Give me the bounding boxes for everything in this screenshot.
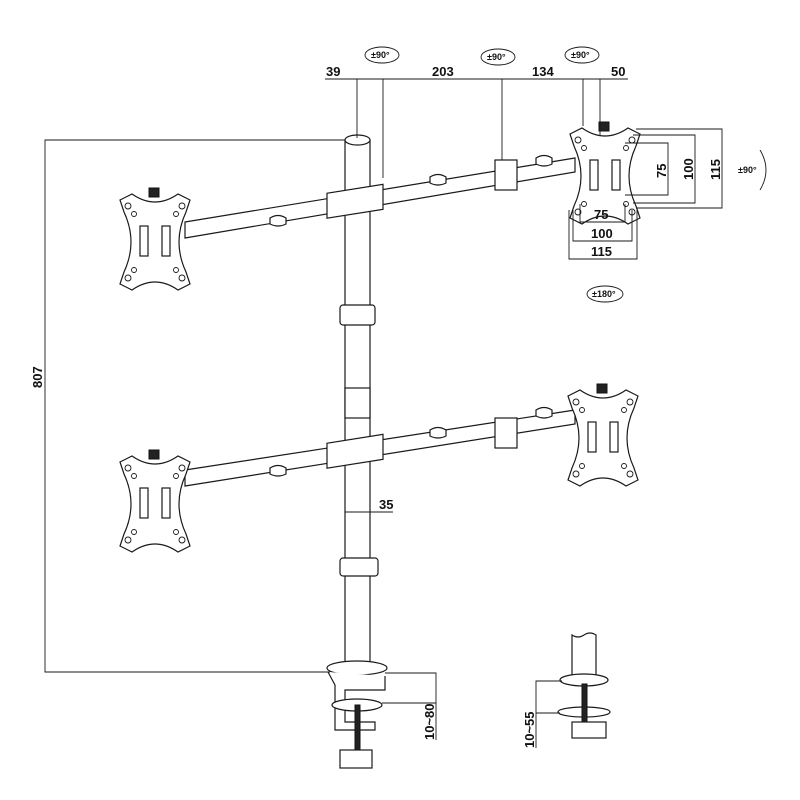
rotation-indicators: ±90° ±90° ±90° ±90° ±180° bbox=[364, 46, 767, 303]
vesa-v-115: 115 bbox=[708, 159, 723, 180]
pole-diameter-label: 35 bbox=[379, 497, 393, 512]
vesa-v-75: 75 bbox=[654, 164, 669, 178]
pole-diameter-dimension: 35 bbox=[345, 497, 393, 513]
vesa-h-75: 75 bbox=[594, 207, 608, 222]
offset-label-2: 203 bbox=[432, 64, 454, 79]
top-arm-assembly bbox=[119, 121, 641, 291]
rotation-label-5: ±180° bbox=[592, 289, 616, 299]
offset-label-3: 134 bbox=[532, 64, 554, 79]
vesa-v-100: 100 bbox=[681, 158, 696, 180]
clamp-range-label: 10~80 bbox=[422, 703, 437, 740]
rotation-label-4: ±90° bbox=[738, 165, 757, 175]
desk-clamp bbox=[326, 660, 388, 769]
offset-label-4: 50 bbox=[611, 64, 625, 79]
grommet-base bbox=[557, 632, 611, 739]
rotation-label-3: ±90° bbox=[571, 50, 590, 60]
height-dimension: 807 bbox=[30, 139, 345, 673]
rotation-label-1: ±90° bbox=[371, 50, 390, 60]
vesa-h-115: 115 bbox=[591, 244, 612, 259]
vesa-dimensions: 75 100 115 75 100 115 bbox=[568, 128, 723, 260]
vesa-h-100: 100 bbox=[591, 226, 613, 241]
rotation-label-2: ±90° bbox=[487, 52, 506, 62]
bottom-arm-assembly bbox=[119, 383, 639, 553]
top-offset-dimensions: 39 203 134 50 bbox=[325, 64, 628, 178]
pole bbox=[339, 134, 379, 666]
height-label: 807 bbox=[30, 366, 45, 388]
grommet-range-label: 10~55 bbox=[522, 711, 537, 748]
tilt-arrow-icon bbox=[759, 149, 767, 191]
offset-label-1: 39 bbox=[326, 64, 340, 79]
clamp-range-dimension: 10~80 10~55 bbox=[382, 672, 562, 748]
